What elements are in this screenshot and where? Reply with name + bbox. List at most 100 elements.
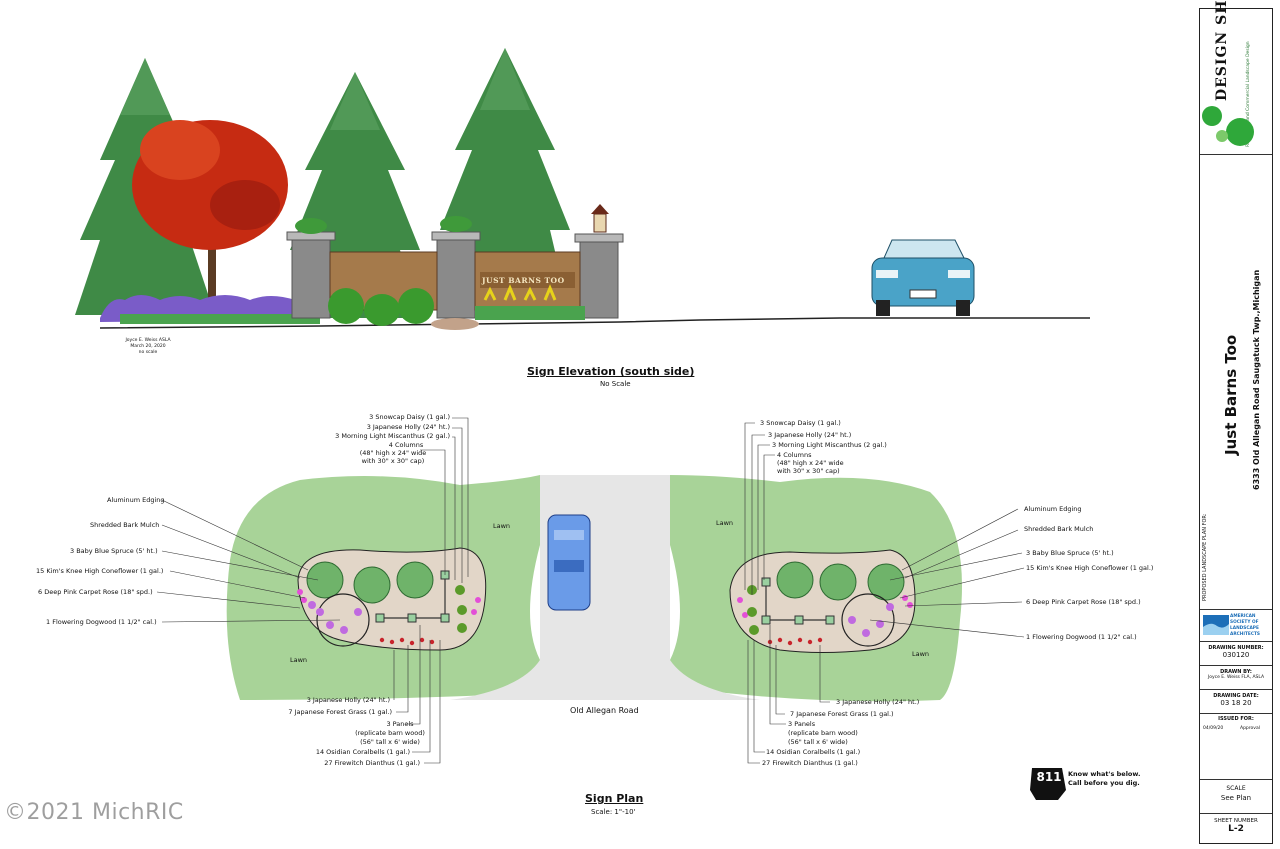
- plant-label: 14 Osidian Coralbells (1 gal.): [766, 748, 861, 756]
- plant-label: (56" tall x 6' wide): [788, 738, 848, 746]
- plant-label: 3 Morning Light Miscanthus (2 gal.): [772, 441, 887, 449]
- plant-label: 3 Japanese Holly (24" ht.): [366, 423, 450, 431]
- sign-text-plate: [480, 272, 575, 288]
- issued-date: 04/09/20: [1203, 726, 1224, 731]
- elevation-scale: No Scale: [600, 380, 631, 388]
- project-name: Just Barns Too: [1222, 334, 1240, 455]
- plant-label: 6 Deep Pink Carpet Rose (18" spd.): [38, 588, 153, 596]
- car-plan: [547, 514, 591, 611]
- leader-lines-left: [156, 417, 469, 764]
- shrub-2: [364, 294, 400, 326]
- designer-note-line: Joyce E. Weiss ASLA: [125, 338, 171, 343]
- plant-label: 7 Japanese Forest Grass (1 gal.): [288, 708, 392, 716]
- project-label: PROPOSED LANDSCAPE PLAN FOR:: [1202, 513, 1208, 601]
- drawing-number: 030120: [1222, 651, 1250, 659]
- plant-label: 6 Deep Pink Carpet Rose (18" spd.): [1026, 598, 1141, 606]
- stone-column-1: [286, 218, 336, 319]
- scale-label: SCALE: [1226, 785, 1246, 792]
- plant-label: 3 Snowcap Daisy (1 gal.): [760, 419, 841, 427]
- spruce-plan: [819, 563, 857, 601]
- plant-label: 3 Baby Blue Spruce (5' ht.): [1026, 549, 1114, 557]
- plant-label: Aluminum Edging: [107, 496, 165, 504]
- drawn-by-label: DRAWN BY:: [1220, 669, 1252, 675]
- designer-note: Joyce E. Weiss ASLA March 20, 2020 no sc…: [118, 338, 178, 356]
- plant-label: 27 Firewitch Dianthus (1 gal.): [324, 759, 420, 767]
- call-811-text: Know what's below. Call before you dig.: [1068, 770, 1140, 788]
- plant-label: 3 Japanese Holly (24" ht.): [306, 696, 390, 704]
- scale-row: SCALE See Plan: [1200, 779, 1272, 813]
- drawing-number-label: DRAWING NUMBER:: [1208, 645, 1264, 651]
- spruce-plan: [396, 561, 434, 599]
- front-planting: [475, 306, 585, 320]
- lawn-label: Lawn: [716, 519, 734, 527]
- plant-label: with 30" x 30" cap): [361, 457, 425, 465]
- plant-label: Shredded Bark Mulch: [1024, 525, 1094, 533]
- plant-label: 4 Columns: [777, 451, 812, 459]
- lawn-label: Lawn: [493, 522, 511, 530]
- sign-text: JUST BARNS TOO: [482, 276, 565, 285]
- red-maple-tree: [132, 120, 288, 320]
- plant-label: 27 Firewitch Dianthus (1 gal.): [762, 759, 858, 767]
- firm-name: DESIGN SHAPES: [1214, 0, 1230, 101]
- drawing-date-row: DRAWING DATE: 03 18 20: [1200, 689, 1272, 713]
- boulder: [431, 318, 479, 330]
- plant-label: 3 Japanese Holly (24" ht.): [768, 431, 852, 439]
- drawn-by: Joyce E. Weiss FLA, ASLA: [1207, 675, 1265, 680]
- asla-icon: [1203, 615, 1229, 635]
- shrub-3: [398, 288, 434, 324]
- lawn-label: Lawn: [912, 650, 930, 658]
- drawing-date-label: DRAWING DATE:: [1213, 693, 1259, 699]
- plant-label: 15 Kim's Knee High Coneflower (1 gal.): [1026, 564, 1154, 572]
- driveway: [450, 475, 760, 700]
- leader-lines-right: [744, 422, 1025, 764]
- designer-note-line: no scale: [138, 350, 158, 355]
- spruce-plan: [867, 563, 905, 601]
- elevation-title: Sign Elevation (south side): [527, 365, 695, 378]
- plant-label: 3 Panels: [788, 720, 816, 728]
- planting-bed-left: [297, 547, 487, 651]
- plant-label: 3 Snowcap Daisy (1 gal.): [369, 413, 450, 421]
- call-811-number: 811: [1036, 770, 1062, 784]
- lawn-label: Lawn: [290, 656, 308, 664]
- project-info: PROPOSED LANDSCAPE PLAN FOR: Just Barns …: [1200, 154, 1272, 609]
- spruce-plan: [353, 566, 391, 604]
- plant-label: Shredded Bark Mulch: [90, 521, 160, 529]
- coneflower-dots: [308, 601, 894, 637]
- plant-label: (48" high x 24" wide: [777, 459, 844, 467]
- groundcover-strip: [120, 314, 320, 324]
- drawn-by-row: DRAWN BY: Joyce E. Weiss FLA, ASLA: [1200, 665, 1272, 689]
- issued-for-row: ISSUED FOR: 04/09/20 Approval: [1200, 713, 1272, 779]
- plant-label: 14 Osidian Coralbells (1 gal.): [315, 748, 410, 756]
- spruce-plan: [776, 561, 814, 599]
- dianthus-dots: [379, 637, 823, 646]
- road-label: Old Allegan Road: [570, 706, 639, 715]
- drawing-number-row: DRAWING NUMBER: 030120: [1200, 641, 1272, 665]
- plant-label: 3 Morning Light Miscanthus (2 gal.): [335, 432, 450, 440]
- plant-label: 1 Flowering Dogwood (1 1/2" cal.): [1026, 633, 1137, 641]
- asla-badge: AMERICAN SOCIETY OF LANDSCAPE ARCHITECTS: [1200, 609, 1272, 641]
- spruce-plan: [306, 561, 344, 599]
- holly-dots: [455, 585, 759, 635]
- scale-value: See Plan: [1220, 794, 1252, 802]
- plant-label: with 30" x 30" cap): [777, 467, 840, 475]
- issued-label: ISSUED FOR:: [1218, 716, 1254, 722]
- ground-line: [99, 317, 1090, 329]
- stone-column-3: [574, 204, 624, 319]
- plant-label: 1 Flowering Dogwood (1 1/2" cal.): [46, 618, 157, 626]
- asla-text: AMERICAN SOCIETY OF LANDSCAPE ARCHITECTS: [1230, 614, 1261, 637]
- firm-tree-icon: [1202, 106, 1254, 146]
- car-elevation: [871, 239, 975, 316]
- plant-label: (56" tall x 6' wide): [360, 738, 420, 746]
- sheet-number-row: SHEET NUMBER L-2: [1200, 813, 1272, 845]
- plant-label: 3 Baby Blue Spruce (5' ht.): [70, 547, 158, 555]
- plan-scale: Scale: 1"-10': [591, 808, 636, 816]
- project-address: 6333 Old Allegan Road Saugatuck Twp.,Mic…: [1252, 269, 1261, 490]
- yellow-grass: [483, 284, 557, 301]
- plan-title: Sign Plan: [585, 792, 644, 805]
- call-811-line: Know what's below.: [1068, 770, 1141, 778]
- plant-label: 4 Columns: [388, 441, 424, 449]
- issued-for: Approval: [1240, 726, 1260, 731]
- plant-label: 3 Japanese Holly (24" ht.): [836, 698, 920, 706]
- plant-label: Aluminum Edging: [1024, 505, 1082, 513]
